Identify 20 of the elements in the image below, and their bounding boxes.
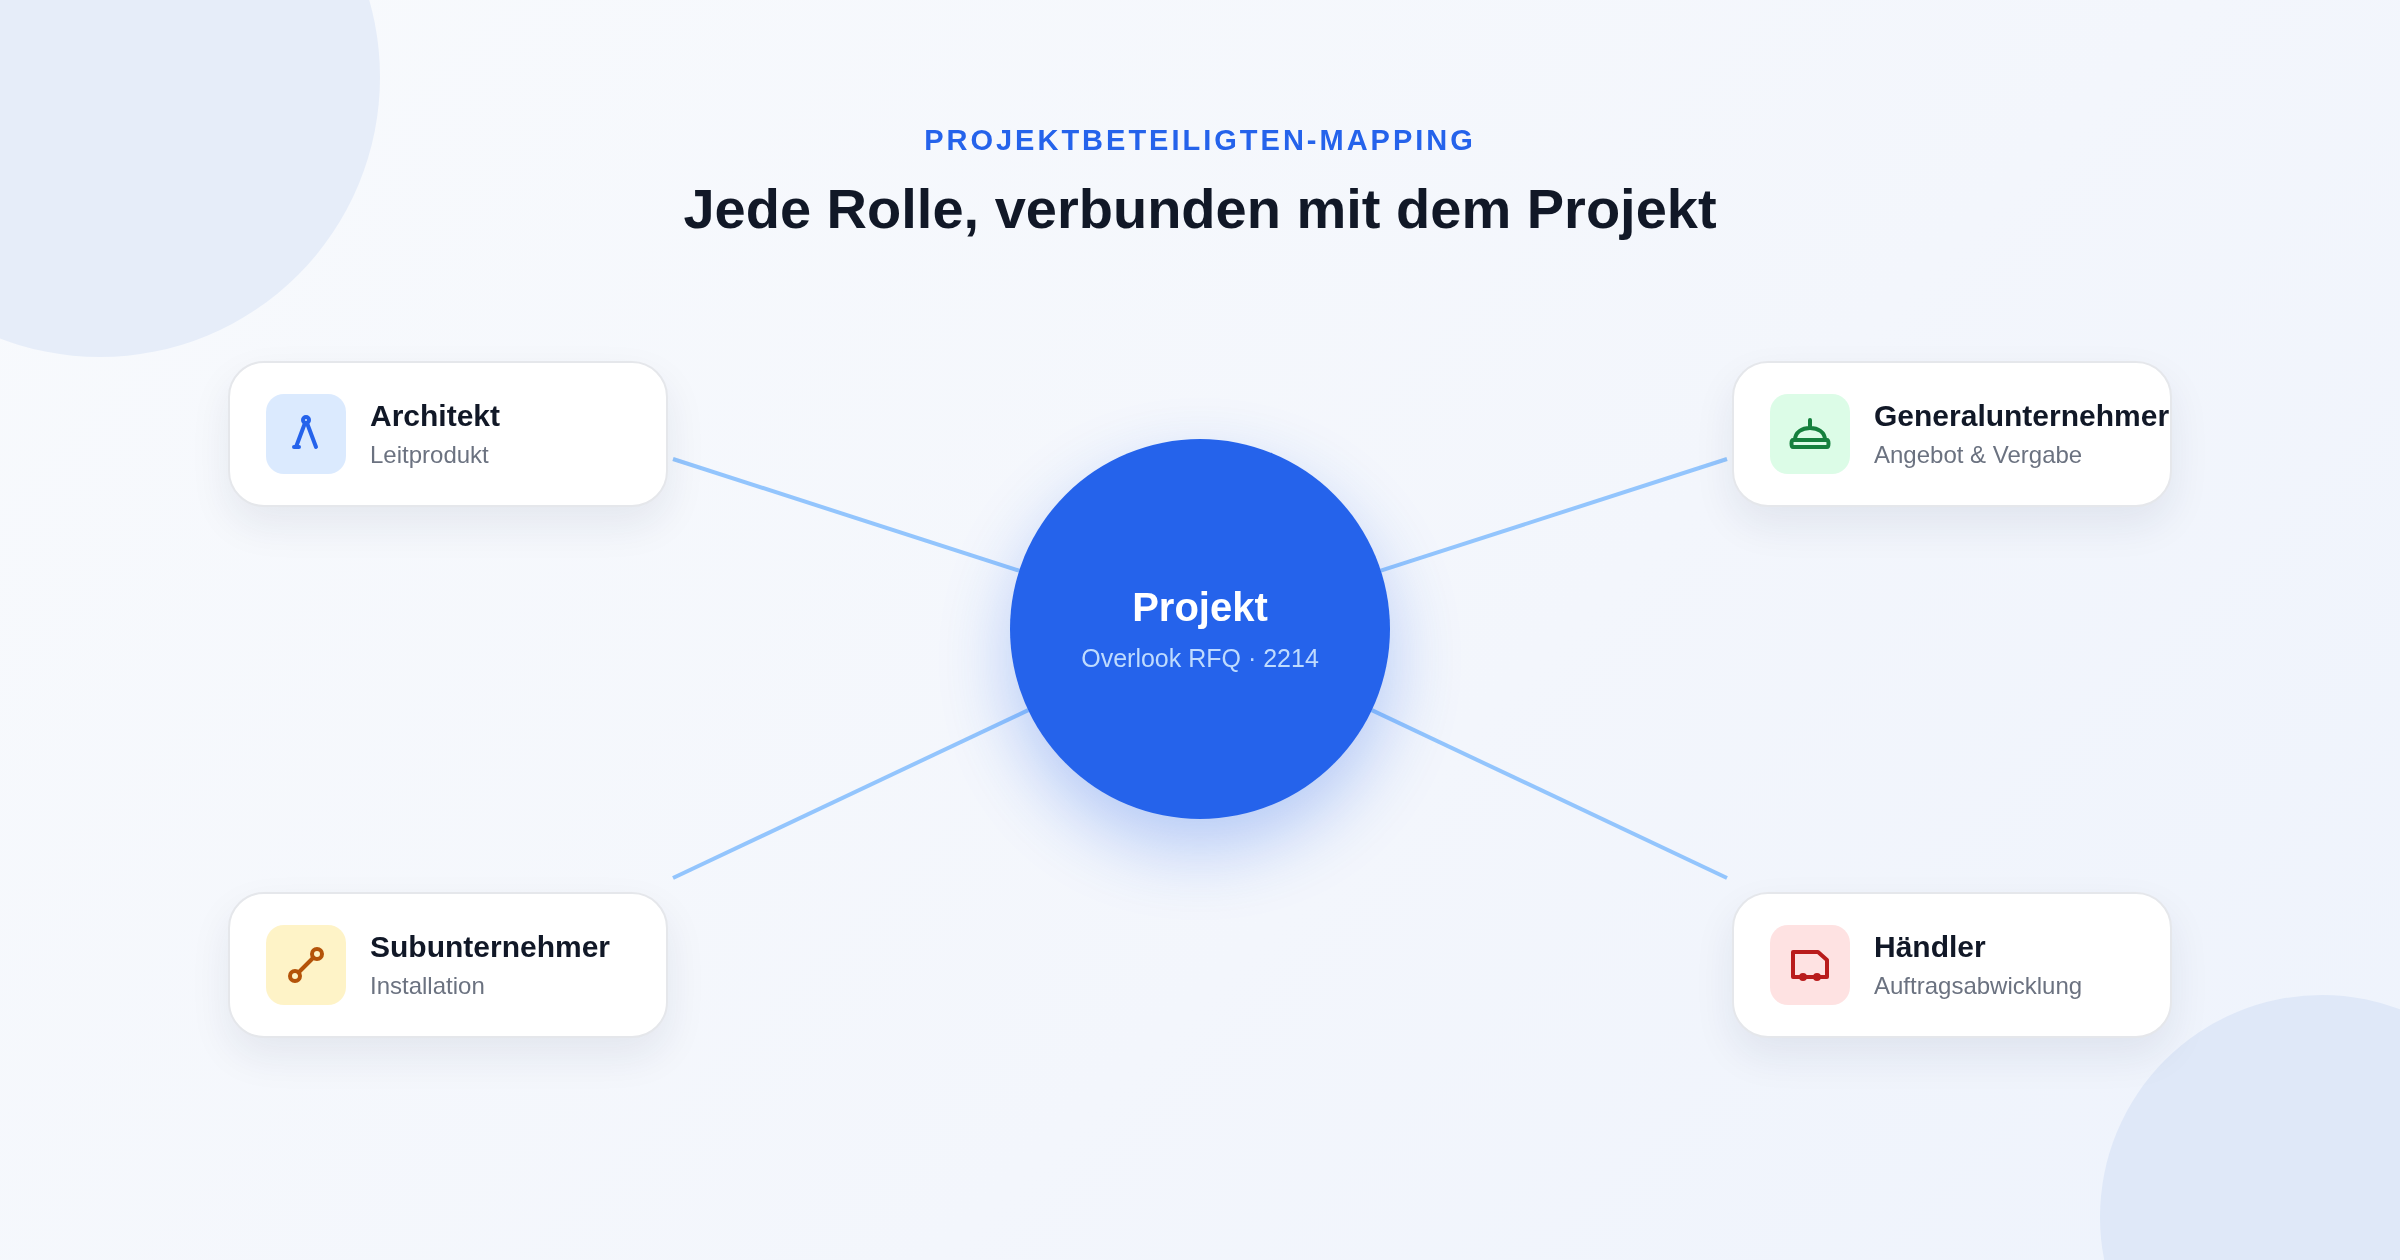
role-name: Händler bbox=[1874, 930, 1987, 964]
hub-title: Projekt bbox=[1132, 585, 1268, 630]
hub-subtitle: Overlook RFQ · 2214 bbox=[1081, 644, 1319, 673]
role-card bbox=[228, 892, 668, 1038]
role-name: Generalunternehmer bbox=[1874, 399, 2170, 433]
role-card bbox=[1732, 361, 2172, 507]
role-name: Architekt bbox=[370, 399, 501, 433]
connector-line bbox=[672, 457, 1020, 573]
role-description: Leitprodukt bbox=[370, 441, 490, 469]
role-description: Installation bbox=[370, 972, 486, 1000]
title: Jede Rolle, verbunden mit dem Projekt bbox=[682, 176, 1718, 241]
role-description: Auftragsabwicklung bbox=[1874, 972, 2083, 1000]
connector-line bbox=[1370, 708, 1728, 880]
role-card bbox=[1732, 892, 2172, 1038]
connector-line bbox=[1380, 457, 1728, 573]
role-name: Subunternehmer bbox=[370, 930, 611, 964]
eyebrow-label: PROJEKTBETEILIGTEN-MAPPING bbox=[923, 124, 1477, 157]
role-card bbox=[228, 361, 668, 507]
role-description: Angebot & Vergabe bbox=[1874, 441, 2084, 469]
connector-line bbox=[672, 708, 1030, 880]
